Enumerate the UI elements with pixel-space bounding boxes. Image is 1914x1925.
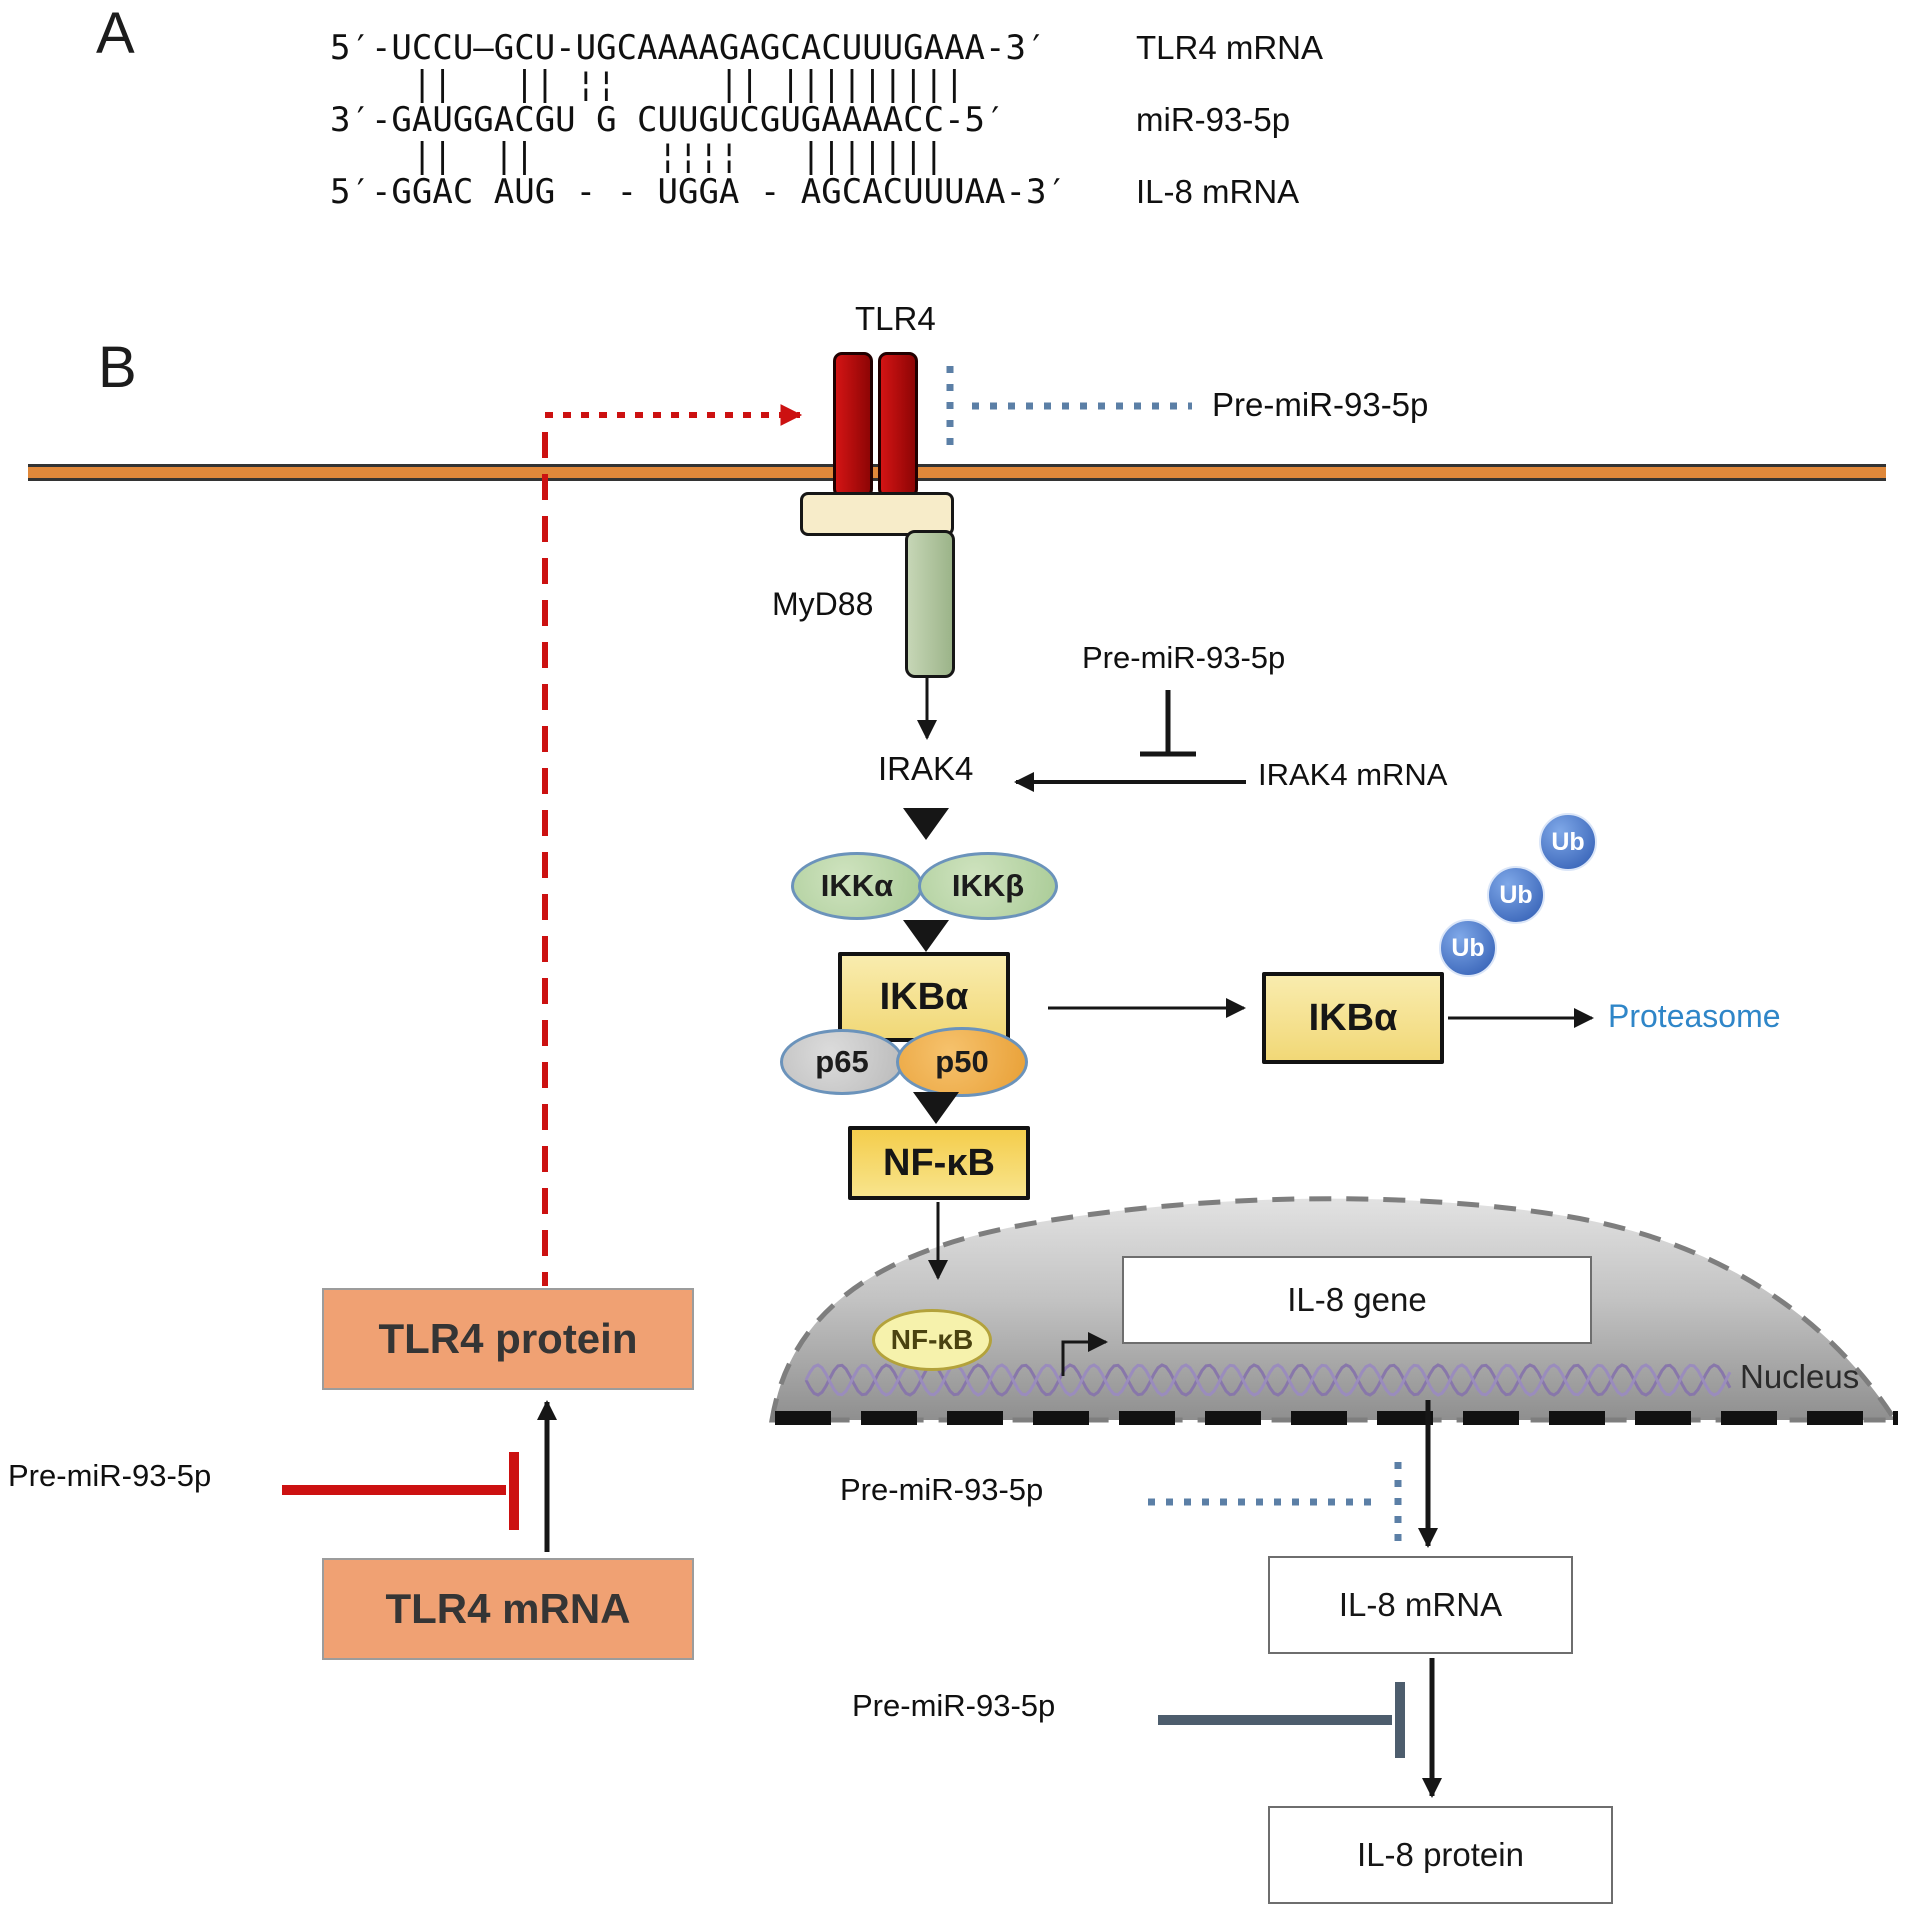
dna-helix-strand-2 bbox=[804, 1363, 1732, 1397]
ubiquitin-circle-1: Ub bbox=[1439, 919, 1497, 977]
pre-mir-irak4-label: Pre-miR-93-5p bbox=[1082, 640, 1286, 675]
dna-helix-strand-1 bbox=[804, 1363, 1732, 1397]
tlr4-receptor-bar-left bbox=[833, 352, 873, 498]
base-pairing-bars-1: || || ¦¦ || ||||||||| bbox=[330, 64, 965, 104]
pre-mir-receptor-label: Pre-miR-93-5p bbox=[1212, 386, 1429, 423]
alignment-row-mir-93-5p: 3′-GAUGGACGU G CUUGUCGUGAAAACC-5′ miR-93… bbox=[330, 98, 1323, 142]
nucleus-label: Nucleus bbox=[1740, 1358, 1860, 1395]
mir-93-5p-sequence: 3′-GAUGGACGU G CUUGUCGUGAAAACC-5′ bbox=[330, 100, 1006, 140]
panel-a-label: A bbox=[96, 1, 135, 66]
alignment-bonds-2: || || ¦¦¦¦ ||||||| bbox=[330, 136, 1323, 176]
ikb-alpha-ubiquitinated-box: IKBα bbox=[1262, 972, 1444, 1064]
tlr4-receptor-bar-right bbox=[878, 352, 918, 498]
il8-protein-box: IL-8 protein bbox=[1268, 1806, 1613, 1904]
myd88-adapter bbox=[905, 530, 955, 678]
irak4-label: IRAK4 bbox=[878, 750, 974, 787]
mir-93-5p-sequence-label: miR-93-5p bbox=[1136, 101, 1291, 138]
base-pairing-bars-2: || || ¦¦¦¦ ||||||| bbox=[330, 136, 945, 176]
tlr4-protein-box: TLR4 protein bbox=[322, 1288, 694, 1390]
irak4-mrna-label: IRAK4 mRNA bbox=[1258, 757, 1448, 792]
ikb-alpha-box: IKBα bbox=[838, 952, 1010, 1042]
p65-oval: p65 bbox=[780, 1029, 904, 1095]
nfkb-nucleus-oval: NF-κB bbox=[872, 1309, 992, 1371]
proteasome-label: Proteasome bbox=[1608, 998, 1781, 1034]
ikk-alpha-oval: IKKα bbox=[791, 852, 923, 920]
alignment-row-tlr4-mrna: 5′-UCCU–GCU-UGCAAAAGAGCACUUUGAAA-3′ TLR4… bbox=[330, 26, 1323, 70]
ikk-beta-oval: IKKβ bbox=[918, 852, 1058, 920]
alignment-row-il8-mrna: 5′-GGAC AUG - - UGGA - AGCACUUUAA-3′ IL-… bbox=[330, 170, 1323, 214]
cell-membrane bbox=[28, 464, 1886, 481]
panel-b-label: B bbox=[98, 335, 137, 400]
il8-mrna-sequence: 5′-GGAC AUG - - UGGA - AGCACUUUAA-3′ bbox=[330, 172, 1067, 212]
myd88-label: MyD88 bbox=[772, 586, 874, 622]
il8-gene-box: IL-8 gene bbox=[1122, 1256, 1592, 1344]
il8-mrna-sequence-label: IL-8 mRNA bbox=[1136, 173, 1300, 210]
p50-oval: p50 bbox=[896, 1027, 1028, 1097]
nfkb-box: NF-κB bbox=[848, 1126, 1030, 1200]
pre-mir-il8-protein-label: Pre-miR-93-5p bbox=[852, 1688, 1056, 1723]
ubiquitin-circle-2: Ub bbox=[1487, 866, 1545, 924]
sequence-alignment: 5′-UCCU–GCU-UGCAAAAGAGCACUUUGAAA-3′ TLR4… bbox=[330, 26, 1323, 214]
tlr4-mrna-sequence: 5′-UCCU–GCU-UGCAAAAGAGCACUUUGAAA-3′ bbox=[330, 28, 1047, 68]
tlr4-receptor-label: TLR4 bbox=[855, 300, 936, 337]
alignment-bonds-1: || || ¦¦ || ||||||||| bbox=[330, 64, 1323, 104]
tir-domain bbox=[800, 492, 954, 536]
il8-mrna-box: IL-8 mRNA bbox=[1268, 1556, 1573, 1654]
pre-mir-il8-mrna-label: Pre-miR-93-5p bbox=[840, 1472, 1044, 1507]
tlr4-mrna-box: TLR4 mRNA bbox=[322, 1558, 694, 1660]
pre-mir-tlr4-label: Pre-miR-93-5p bbox=[8, 1458, 212, 1493]
tlr4-mrna-sequence-label: TLR4 mRNA bbox=[1136, 29, 1324, 66]
ubiquitin-circle-3: Ub bbox=[1539, 813, 1597, 871]
